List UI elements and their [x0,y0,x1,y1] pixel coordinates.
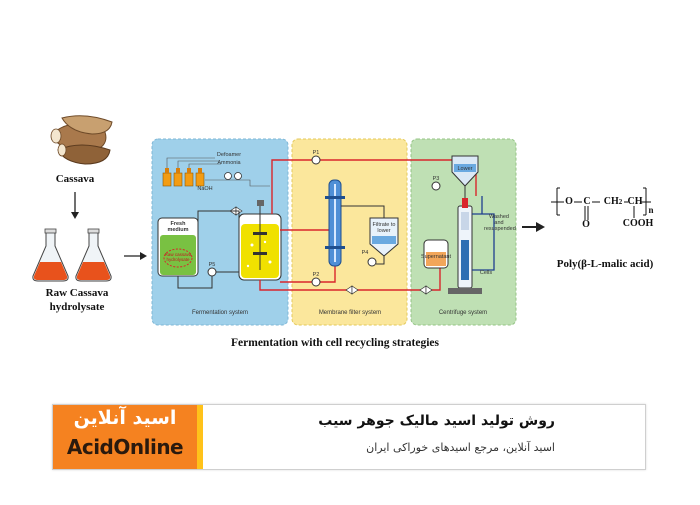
arrow-down-icon [71,192,79,219]
footer-banner: اسید آنلاین AcidOnline روش تولید اسید ما… [52,404,646,470]
flask-icon [32,228,69,282]
naoh-label: NaOH [197,186,213,192]
reagent-bottles-icon [162,157,221,187]
pump-icon [311,155,321,165]
formula-n: n [648,205,654,215]
diagram-caption: Fermentation with cell recycling strateg… [231,337,439,349]
supernatant-vessel [423,239,449,269]
logo-text-fa: اسید آنلاین [73,407,177,429]
membrane-column [325,179,345,267]
formula-ch2: CH2 [599,196,627,207]
pump-label-2: P2 [312,272,320,278]
formula-subscript: 2 [618,198,623,206]
pump-icon [431,181,441,191]
fermentation-system-label: Fermentation system [191,310,249,316]
hydrolysate-label-line2: hydrolysate [49,301,105,313]
membrane-system-label: Membrane filter system [318,310,382,316]
formula-o2: O [582,219,590,230]
flask-icon [75,228,112,282]
formula-cooh: COOH [622,218,654,229]
logo-text-en: AcidOnline [66,435,184,459]
filtrate-label: Filtrate to lower [372,222,396,234]
formula-c1: C [583,196,591,207]
cassava-icon [50,115,113,165]
cells-label: Cells [479,270,493,276]
cassava-label: Cassava [55,173,95,185]
raw-hydrolysate-tank-label: Raw cassava hydrolysate [164,252,192,262]
supernatant-label: Supernatant [421,254,451,260]
formula-ch2-text: CH [603,196,619,207]
pump-label-3: P3 [432,176,440,182]
pump-label-4: P4 [361,250,369,256]
formula-ch: CH [627,196,643,207]
arrow-right-icon [124,252,147,260]
fresh-medium-tank [157,217,199,284]
washed-label: Washed and resuspended [484,214,516,232]
brand-logo[interactable]: اسید آنلاین AcidOnline [53,405,203,469]
banner-title: روش تولید اسید مالیک جوهر سیب [318,413,555,429]
pump-icon [311,277,321,287]
defoamer-label: Defoamer [216,152,242,158]
banner-subtitle: اسید آنلاین، مرجع اسیدهای خوراکی ایران [366,441,555,454]
formula-o1: O [565,196,573,207]
product-label: Poly(β-L-malic acid) [556,258,654,270]
membrane-panel [291,138,408,326]
centrifuge-tube [448,198,482,294]
pump-icon [367,257,377,267]
feed-funnel [451,155,479,200]
polymer-formula [551,187,651,220]
ammonia-label: Ammonia [217,160,241,166]
pump-icon [224,172,232,180]
centrifuge-system-label: Centrifuge system [438,310,488,316]
fresh-medium-label: Fresh medium [167,221,189,233]
hydrolysate-label-line1: Raw Cassava [45,287,109,299]
lower-label: Lower [457,166,473,172]
pump-icon [234,172,242,180]
pump-icon [207,267,217,277]
arrow-right-icon [522,222,545,232]
pump-label-1: P1 [312,150,320,156]
pump-label-5: P5 [208,262,216,268]
filtrate-vessel [369,217,399,257]
fermenter-tank [238,200,282,281]
